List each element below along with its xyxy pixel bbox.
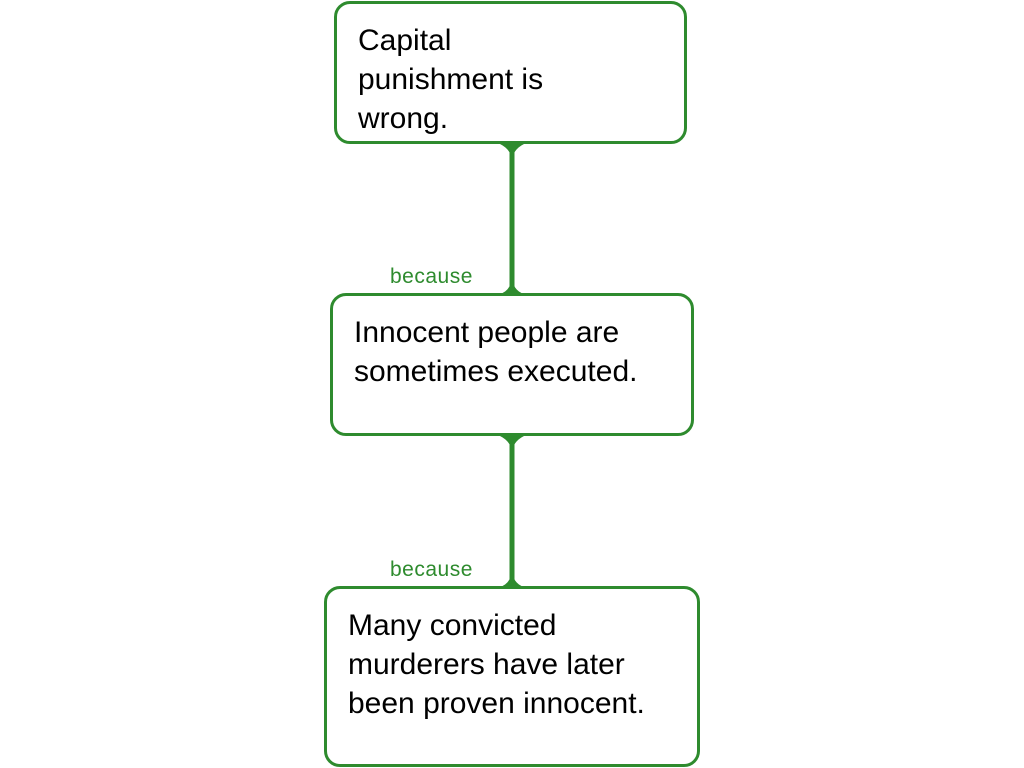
connector-label-because-2: because	[390, 558, 473, 581]
reason-text-1: Innocent people are sometimes executed.	[354, 316, 638, 388]
reason-text-2: Many convicted murderers have later been…	[348, 609, 645, 720]
claim-box[interactable]: Capital punishment is wrong.	[334, 1, 687, 144]
reason-box-1[interactable]: Innocent people are sometimes executed.	[330, 293, 694, 436]
connector-label-because-1: because	[390, 265, 473, 288]
reason-box-2[interactable]: Many convicted murderers have later been…	[324, 586, 700, 767]
claim-text: Capital punishment is wrong.	[358, 24, 544, 135]
